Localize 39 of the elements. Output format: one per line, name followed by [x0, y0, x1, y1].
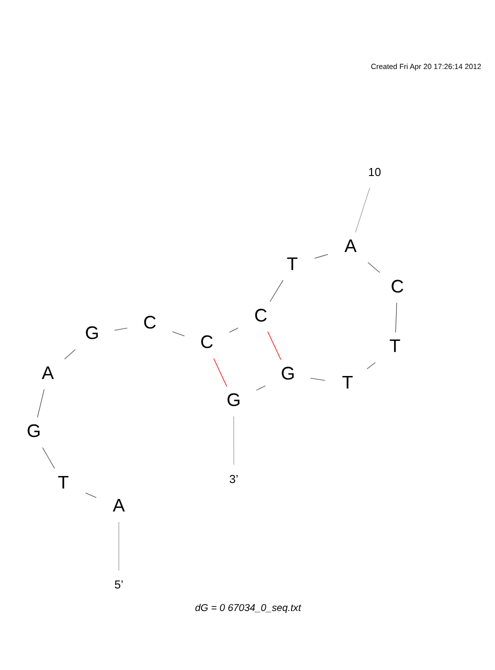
- node-text: C: [200, 332, 214, 352]
- node-text: G: [280, 363, 295, 384]
- connector: [256, 385, 266, 391]
- connector: [118, 522, 120, 571]
- connector: [270, 280, 284, 302]
- node-text: 3’: [229, 474, 238, 486]
- node-text: A: [42, 362, 54, 383]
- connector: [85, 492, 97, 498]
- connector: [114, 328, 128, 331]
- node-text: T: [342, 372, 354, 392]
- node-text: C: [254, 305, 268, 326]
- connector: [310, 378, 326, 381]
- node-text: C: [390, 276, 404, 296]
- caption: dG = 0 67034_0_seq.txt: [194, 602, 302, 614]
- node-text: T: [286, 254, 298, 274]
- node-text: 5’: [114, 580, 124, 592]
- connector: [229, 328, 238, 333]
- label: Created Fri Apr 20 17:26:14 2012: [370, 62, 482, 72]
- connector: [213, 358, 228, 387]
- connector: [267, 331, 282, 360]
- node-text: A: [112, 496, 125, 516]
- node-text: T: [389, 336, 401, 356]
- connector: [64, 349, 76, 360]
- connector: [233, 416, 234, 465]
- connector: [395, 302, 398, 333]
- connector: [37, 389, 44, 418]
- connector: [355, 188, 370, 233]
- node-text: T: [58, 472, 69, 492]
- node-text: C: [143, 312, 156, 333]
- node-text: G: [84, 323, 100, 344]
- node-text: 10: [368, 167, 382, 180]
- connector: [42, 447, 55, 469]
- connector: [172, 331, 185, 336]
- connector: [366, 362, 376, 370]
- node-text: G: [26, 420, 41, 441]
- connector: [368, 262, 380, 273]
- node-text: G: [226, 390, 241, 410]
- connector: [314, 254, 328, 259]
- node-text: A: [344, 236, 357, 256]
